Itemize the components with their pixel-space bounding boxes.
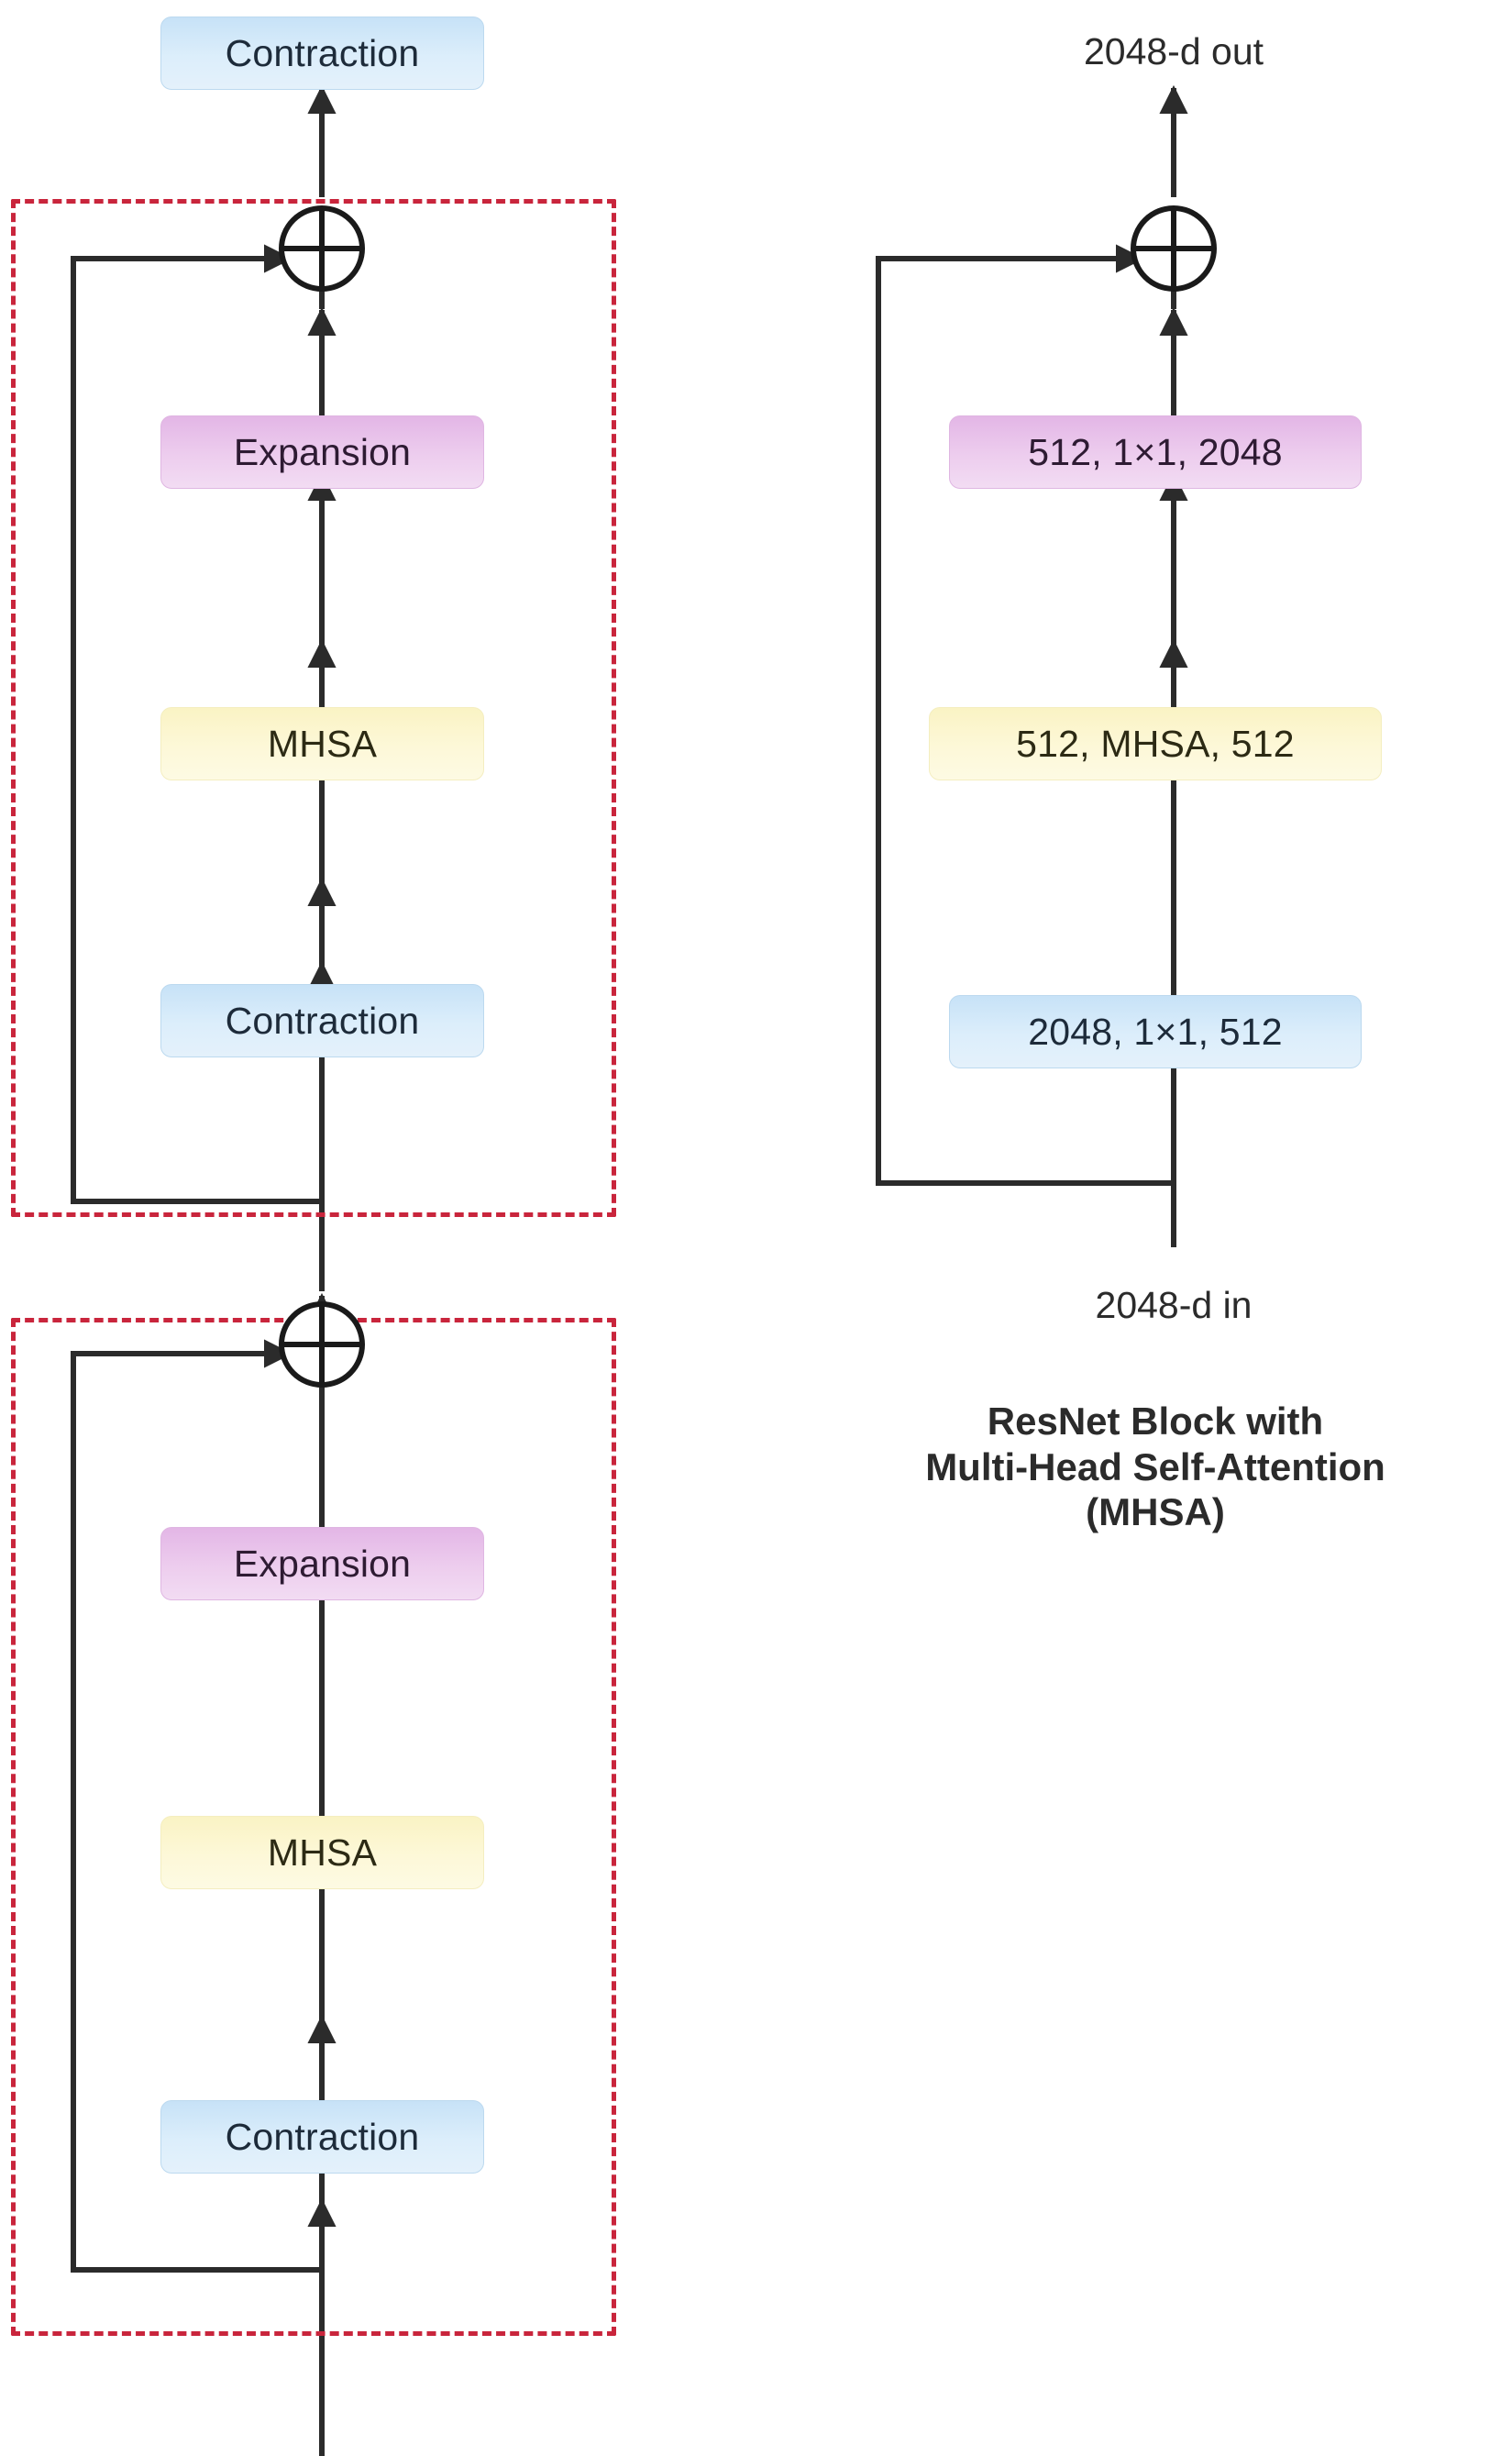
left-upper-contraction-box[interactable]: Contraction (160, 984, 484, 1057)
left-lower-mhsa-box[interactable]: MHSA (160, 1816, 484, 1889)
circled-plus-icon (1131, 205, 1217, 292)
left-top-output-contraction-box[interactable]: Contraction (160, 17, 484, 90)
left-upper-mhsa-box[interactable]: MHSA (160, 707, 484, 780)
right-input-label: 2048-d in (1095, 1284, 1253, 1326)
mhsa-block-group-upper (11, 199, 616, 1217)
circled-plus-icon (279, 205, 365, 292)
right-mhsa-box[interactable]: 512, MHSA, 512 (929, 707, 1382, 780)
left-lower-contraction-box[interactable]: Contraction (160, 2100, 484, 2174)
left-upper-expansion-box[interactable]: Expansion (160, 415, 484, 489)
left-lower-expansion-box[interactable]: Expansion (160, 1527, 484, 1600)
right-output-label: 2048-d out (1083, 30, 1264, 72)
right-contraction-box[interactable]: 2048, 1×1, 512 (949, 995, 1362, 1068)
figure-caption: ResNet Block with Multi-Head Self-Attent… (925, 1399, 1385, 1534)
right-expansion-box[interactable]: 512, 1×1, 2048 (949, 415, 1362, 489)
circled-plus-icon (279, 1301, 365, 1388)
